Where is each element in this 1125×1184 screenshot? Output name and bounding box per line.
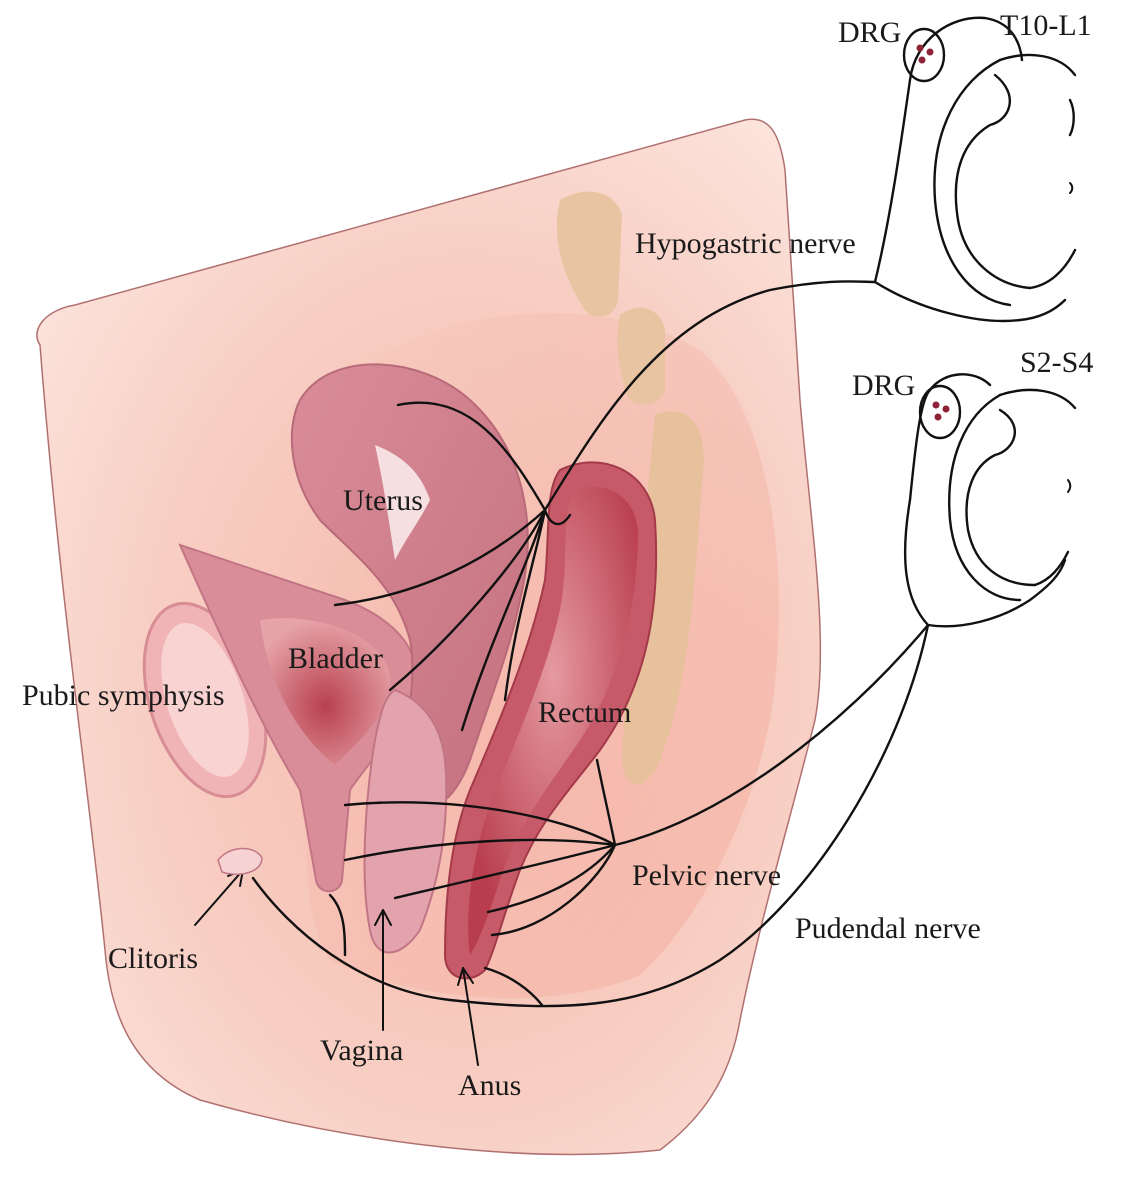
drg-cell-upper-1 (917, 45, 924, 52)
vagina-label: Vagina (320, 1034, 403, 1067)
drg-cell-lower-1 (933, 402, 940, 409)
anus-label: Anus (458, 1069, 521, 1102)
drg-ganglion-lower (920, 386, 960, 438)
drg-ganglion-upper (904, 29, 944, 81)
drg-label-lower: DRG (852, 369, 915, 402)
pudendal-nerve-label: Pudendal nerve (795, 912, 981, 945)
pubic-symphysis-label: Pubic symphysis (22, 679, 225, 712)
drg-cell-upper-3 (919, 57, 926, 64)
drg-cell-lower-3 (935, 414, 942, 421)
drg-cell-lower-2 (943, 406, 950, 413)
drg-cell-upper-2 (927, 49, 934, 56)
spinal-section-t10-l1 (875, 18, 1075, 321)
s2-s4-label: S2-S4 (1020, 346, 1093, 379)
spinal-section-s2-s4 (905, 374, 1075, 626)
bladder-label: Bladder (288, 642, 383, 675)
t10-l1-label: T10-L1 (1000, 9, 1092, 42)
uterus-label: Uterus (343, 484, 423, 517)
pelvic-nerve-label: Pelvic nerve (632, 859, 781, 892)
rectum-label: Rectum (538, 696, 631, 729)
hypogastric-nerve-label: Hypogastric nerve (635, 227, 856, 260)
drg-label-upper: DRG (838, 16, 901, 49)
clitoris-label: Clitoris (108, 942, 198, 975)
